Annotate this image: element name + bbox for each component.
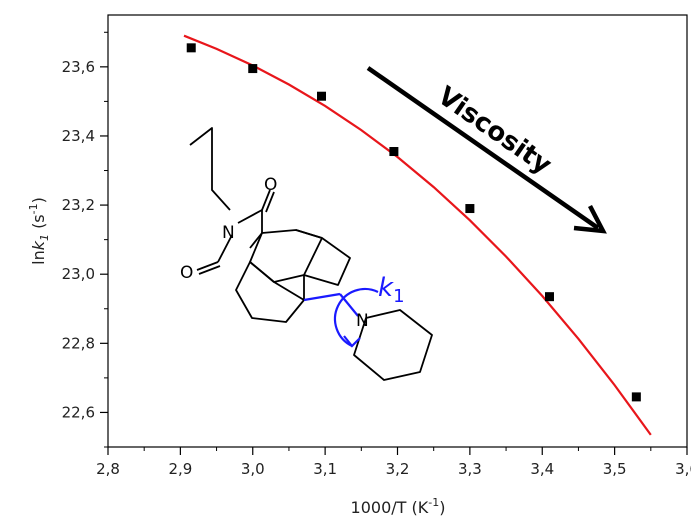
rate-constant-label: k1: [378, 273, 405, 307]
axis-ticks: [100, 31, 688, 455]
viscosity-arrow-shaft: [366, 66, 600, 230]
ring-bond: [295, 229, 323, 239]
atom-o-top: O: [264, 175, 277, 195]
imide-ring: [237, 209, 263, 249]
data-point: [186, 43, 196, 53]
x-tick-label: 3,4: [530, 460, 554, 478]
rotation-arrow-head-icon: [343, 335, 361, 348]
x-axis-title: 1000/T (K-1): [351, 496, 446, 517]
y-tick-label: 23,4: [62, 127, 95, 145]
x-tick-label: 3,3: [458, 460, 482, 478]
viscosity-arrow-head-icon: [573, 204, 607, 234]
viscosity-annotation: Viscosity: [366, 66, 607, 234]
atom-n-imide: N: [222, 223, 235, 243]
data-points: [186, 43, 641, 402]
molecule-atom-labels: O O N N k1: [180, 175, 405, 331]
naphthalene-ring-lower: [235, 261, 305, 323]
rotor-bond-aryl: [303, 292, 341, 302]
axis-tick-labels: 2,8 2,9 3,0 3,1 3,2 3,3 3,4 3,5 3,6 22,6 22,8 23,0 2…: [62, 58, 691, 478]
naphthalene-ring-upper: [249, 229, 323, 283]
molecule-structure: [189, 127, 433, 381]
naphthalene-ring-right: [303, 237, 351, 286]
y-tick-label: 23,6: [62, 58, 95, 76]
atom-o-bottom: O: [180, 263, 193, 283]
x-tick-label: 2,8: [96, 460, 120, 478]
data-point: [631, 392, 641, 402]
rotation-arrow-icon: [334, 287, 379, 347]
x-tick-label: 3,5: [603, 460, 627, 478]
viscosity-label: Viscosity: [432, 81, 557, 180]
x-tick-label: 2,9: [168, 460, 192, 478]
y-tick-label: 22,6: [62, 403, 95, 421]
molecule-rotor: [303, 287, 379, 348]
x-tick-label: 3,2: [386, 460, 410, 478]
data-point: [389, 147, 399, 157]
x-tick-label: 3,6: [675, 460, 691, 478]
fit-curve: [183, 34, 652, 436]
y-tick-label: 23,0: [62, 265, 95, 283]
data-point: [544, 292, 554, 302]
data-point: [465, 204, 475, 214]
x-tick-label: 3,0: [241, 460, 265, 478]
atom-n-piperidine: N: [356, 311, 369, 331]
propyl-chain: [189, 127, 231, 211]
piperidine-ring: [353, 309, 433, 381]
carbonyl-bond-top-double: [265, 191, 275, 213]
data-point: [248, 64, 258, 74]
data-point: [317, 91, 327, 101]
carbonyl-bond-bottom: [196, 261, 219, 271]
x-tick-label: 3,1: [313, 460, 337, 478]
y-tick-label: 23,2: [62, 196, 95, 214]
carbonyl-bond-bottom-double: [198, 265, 221, 275]
carbonyl-bond-top: [261, 189, 271, 211]
imide-bond-lower: [217, 234, 233, 263]
y-axis-title: lnk1 (s-1): [27, 197, 51, 265]
y-tick-label: 22,8: [62, 334, 95, 352]
